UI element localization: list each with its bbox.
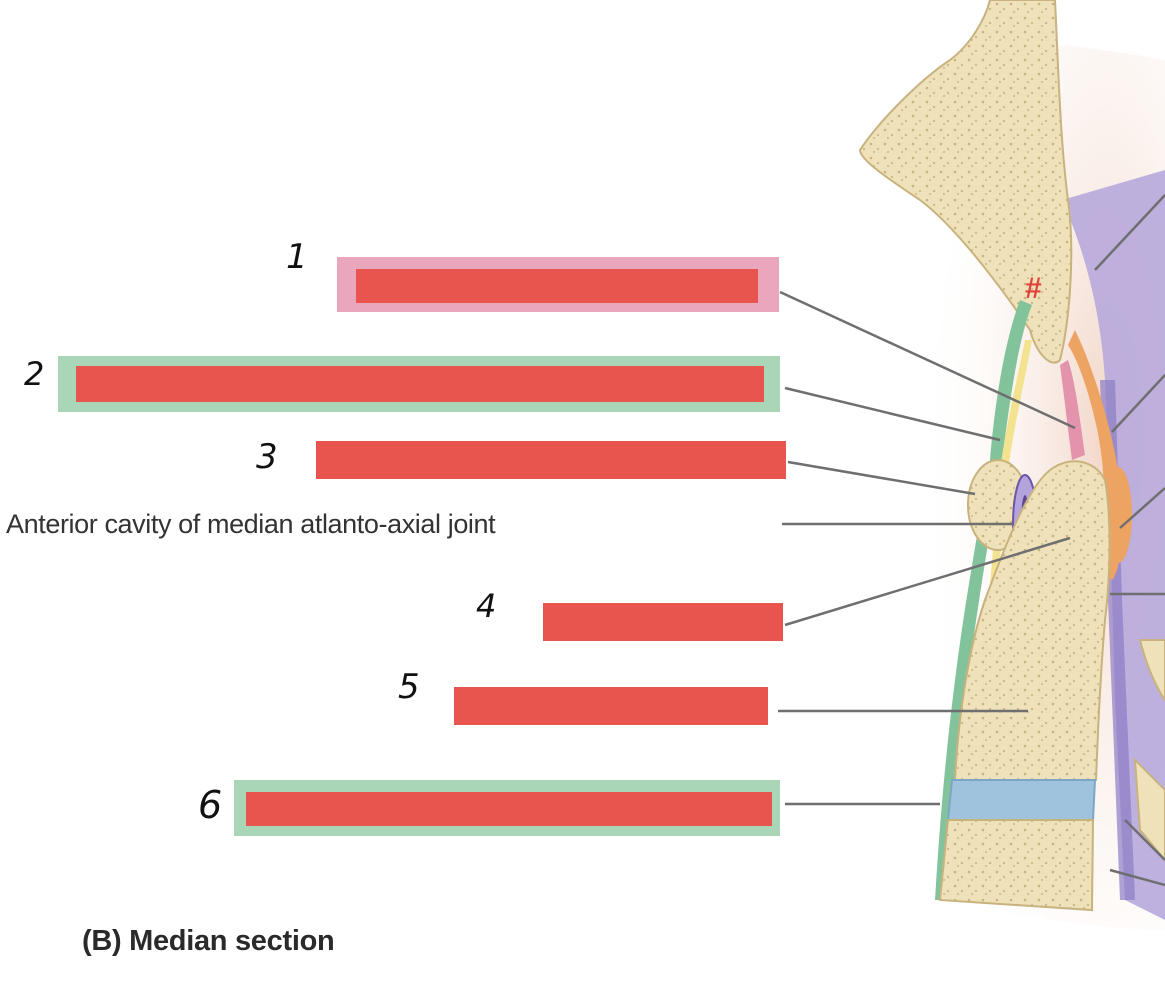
apical-ligament [1060,360,1085,460]
figure-caption: (B) Median section [82,925,335,957]
spinous-shadow [1133,757,1165,862]
label-5-number: 5 [398,667,420,707]
label-4-redaction [543,603,783,641]
label-6-number: 6 [198,783,223,827]
label-1-redaction [356,269,758,303]
label-3-redaction [316,441,786,479]
label-1-number: 1 [286,237,308,277]
hash-marker: # [1025,272,1042,305]
intervertebral-disc [946,779,1097,821]
label-5-redaction [454,687,768,725]
label-2-number: 2 [24,355,45,393]
label-2-redaction [76,366,764,402]
transverse-ligament-section [1104,467,1132,563]
label-anterior-cavity-text: Anterior cavity of median atlanto-axial … [6,509,496,539]
lower-vertebra [938,819,1095,912]
occipital-bone [858,0,1073,364]
label-6-redaction [246,792,772,826]
leader-lines [778,194,1165,887]
axis-body [953,460,1111,781]
label-4-number: 4 [476,587,497,625]
label-3-number: 3 [256,437,278,477]
